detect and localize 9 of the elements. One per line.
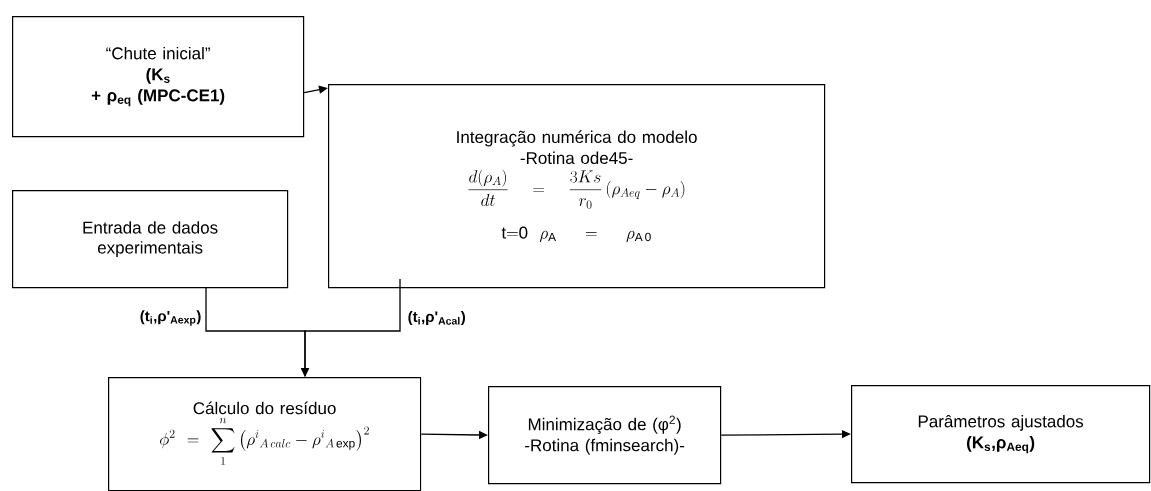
process-box: “Chute inicial” (K$_{s}$ + ρ$_{eq}$ (MPC-CE1) — [12, 16, 305, 138]
edge-label: (t$_{i}$,ρ'$_{Aexp}$) — [140, 310, 201, 326]
process-box: Minimização de (φ$^{2}$) -Rotina (fminsearch)- — [488, 386, 722, 485]
process-box: Integração numérica do modelo -Rotina ode45- $\displaystyle\frac{d(\rho_A)}{dt}=\frac{3Ks}{r_0}\left(\rho_{Aeq}-\rho_A\right)$ $\mathrm{t{=}0}\ \ \rho_{\mathrm{A}}=\rho_{\mathrm{A\,0}}$ — [328, 84, 826, 289]
process-box: Parâmetros ajustados (K$_{s}$,ρ$_{Aeq}$) — [851, 385, 1151, 484]
process-box: Cálculo do resíduo $\displaystyle\phi^2=\sum_1^n\left(\rho^i{}_{A\,calc}-\rho^i{}_{A\exp}\right)^2$ — [108, 377, 422, 491]
arrow — [318, 85, 328, 94]
process-box: Entrada de dados experimentais — [12, 190, 289, 289]
edge-label: (t$_{i}$,ρ'$_{Acal}$) — [408, 311, 465, 325]
